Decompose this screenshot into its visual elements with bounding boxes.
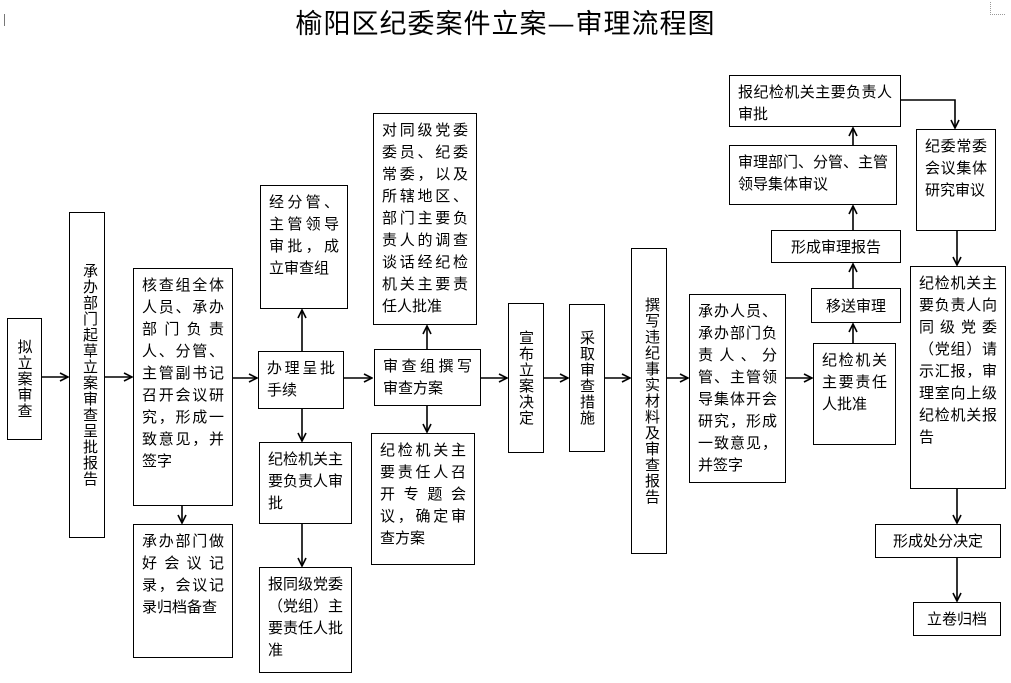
node-punishment-decision: 形成处分决定 bbox=[875, 524, 1001, 558]
corner-mark-right bbox=[990, 2, 1005, 15]
node-review-report: 形成审理报告 bbox=[771, 230, 901, 263]
node-meeting-research: 核查组全体人员、承办部门负责人、分管、主管副书记召开会议研究，形成一致意见，并签… bbox=[133, 268, 233, 506]
node-standing-committee: 纪委常委会议集体研究审议 bbox=[916, 129, 996, 231]
node-announce-decision: 宣布立案决定 bbox=[508, 303, 544, 453]
node-leader-approval: 经分管、主管领导审批，成立审查组 bbox=[260, 185, 348, 309]
node-report-head: 报纪检机关主要负责人审批 bbox=[729, 75, 901, 127]
node-write-plan: 审查组撰写审查方案 bbox=[374, 349, 481, 406]
corner-mark-left bbox=[4, 14, 6, 26]
node-draft-report: 承办部门起草立案审查呈批报告 bbox=[69, 212, 105, 538]
node-transfer-review: 移送审理 bbox=[811, 288, 901, 323]
node-meeting-record: 承办部门做好会议记录，会议记录归档备查 bbox=[133, 524, 233, 658]
node-write-findings: 撰写违纪事实材料及审查报告 bbox=[631, 248, 667, 554]
node-party-committee-approval: 报同级党委（党组）主要责任人批准 bbox=[259, 567, 352, 673]
node-request-report: 纪检机关主要负责人向同级党委（党组）请示汇报，审理室向上级纪检机关报告 bbox=[910, 266, 1006, 489]
node-process-approval: 办理呈批手续 bbox=[258, 351, 344, 409]
node-collective-research: 承办人员、承办部门负责人、分管、主管领导集体开会研究，形成一致意见，并签字 bbox=[689, 294, 786, 483]
node-special-approval: 对同级党委委员、纪委常委，以及所辖地区、部门主要负责人的调查谈话经纪检机关主要责… bbox=[373, 113, 477, 325]
node-propose-filing: 拟立案审查 bbox=[7, 318, 42, 440]
node-special-meeting: 纪检机关主要责任人召开专题会议，确定审查方案 bbox=[371, 433, 475, 565]
node-investigation-measures: 采取审查措施 bbox=[569, 304, 605, 452]
node-archive: 立卷归档 bbox=[913, 602, 1001, 636]
arrow-n20-n21 bbox=[901, 99, 955, 128]
node-collective-deliberation: 审理部门、分管、主管领导集体审议 bbox=[729, 145, 897, 205]
node-discipline-head-approval: 纪检机关主要负责人审批 bbox=[259, 442, 352, 524]
page-title: 榆阳区纪委案件立案—审理流程图 bbox=[295, 9, 716, 40]
node-head-approval: 纪检机关主要责任人批准 bbox=[813, 343, 896, 445]
